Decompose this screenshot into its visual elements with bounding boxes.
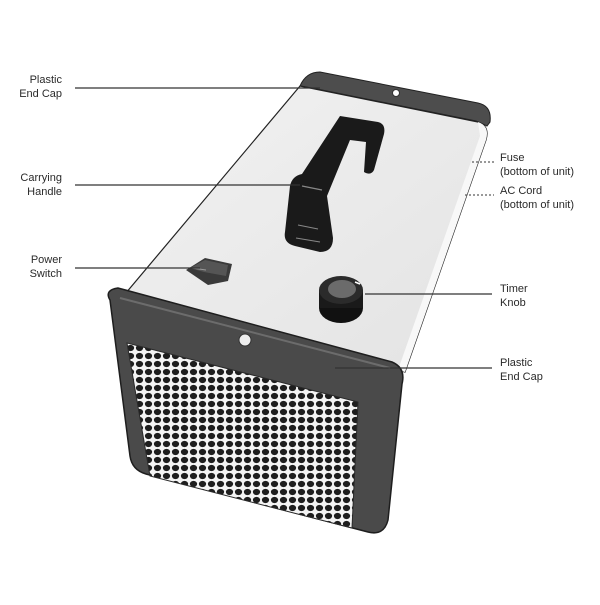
label-plastic-end-cap-front: Plastic End Cap	[500, 357, 543, 383]
label-fuse: Fuse (bottom of unit)	[500, 152, 574, 178]
label-power-switch: Power Switch	[29, 254, 62, 280]
label-carrying-handle: Carrying Handle	[20, 172, 62, 198]
label-plastic-end-cap-top: Plastic End Cap	[19, 74, 62, 100]
label-ac-cord: AC Cord (bottom of unit)	[500, 185, 574, 211]
grille	[126, 342, 359, 529]
power-switch	[186, 258, 232, 285]
carrying-handle	[284, 116, 385, 252]
timer-knob	[319, 276, 363, 323]
label-timer-knob: Timer Knob	[500, 283, 528, 309]
rear-end-cap	[299, 71, 491, 127]
